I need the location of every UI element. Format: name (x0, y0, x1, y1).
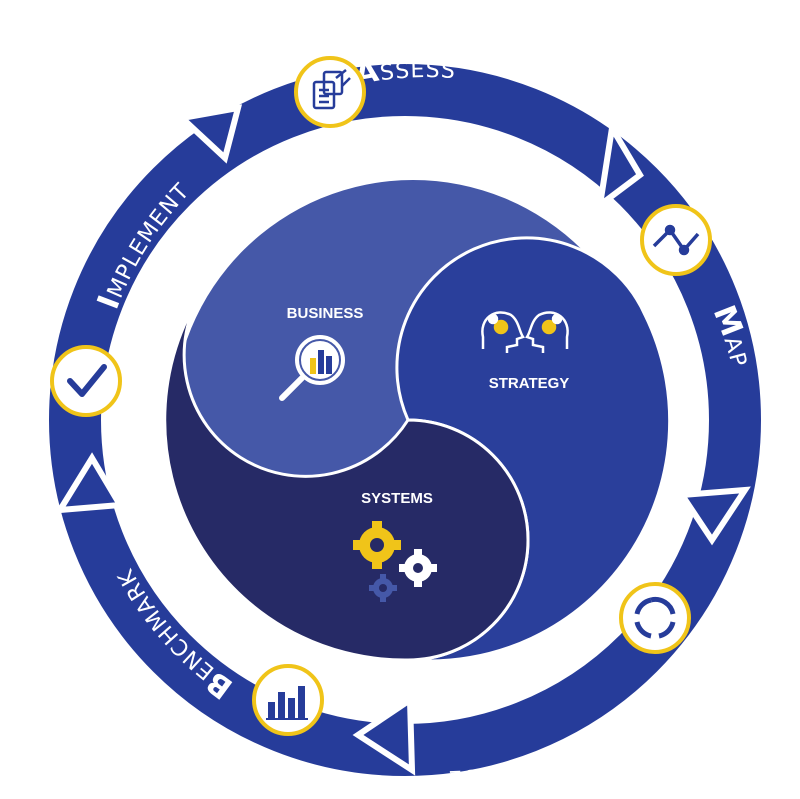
systems-region (163, 289, 530, 662)
badge-implement (50, 345, 122, 417)
strategy-label: STRATEGY (489, 375, 570, 392)
arrow-assess-to-map (595, 119, 644, 212)
badge-map (640, 204, 712, 276)
bar-chart-icon (266, 686, 308, 720)
gears-icon (353, 521, 437, 602)
magnifier-chart-icon (279, 335, 345, 401)
systems-label: SYSTEMS (361, 490, 433, 507)
arrow-benchmark-to-implement (54, 452, 126, 514)
arrow-optimise-to-benchmark (352, 694, 416, 776)
badge-assess (294, 56, 366, 128)
outer-ring (49, 64, 761, 776)
documents-icon (312, 69, 351, 110)
center-triad (163, 180, 672, 663)
badge-benchmark (252, 664, 324, 736)
heads-gears-icon (481, 311, 569, 353)
cycle-icon (634, 597, 676, 639)
line-graph-icon (652, 224, 700, 256)
arrow-map-to-optimise (676, 486, 751, 546)
checkmark-icon (67, 364, 107, 397)
business-label: BUSINESS (287, 305, 364, 322)
arrow-implement-to-assess (175, 104, 243, 164)
badge-optimise (619, 582, 691, 654)
